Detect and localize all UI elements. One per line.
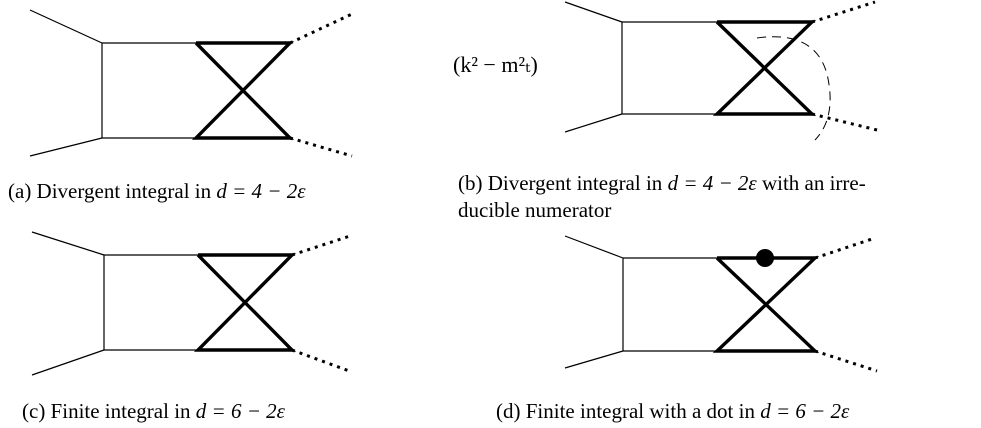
caption-a: (a) Divergent integral in d = 4 − 2ε	[8, 178, 306, 205]
caption-c: (c) Finite integral in d = 6 − 2ε	[22, 398, 285, 425]
caption-c-math: d = 6 − 2ε	[195, 399, 285, 423]
caption-d-text: (d) Finite integral with a dot in	[496, 399, 761, 423]
caption-b-suffix: with an irre-	[756, 171, 866, 195]
feynman-diagram-b	[564, 0, 878, 141]
feynman-diagram-c	[31, 231, 353, 376]
feynman-diagram-d	[564, 235, 878, 373]
caption-d-math: d = 6 − 2ε	[760, 399, 850, 423]
caption-d: (d) Finite integral with a dot in d = 6 …	[496, 398, 849, 425]
feynman-diagram-a	[29, 9, 353, 158]
propagator-dot	[756, 249, 774, 267]
caption-b-math: d = 4 − 2ε	[667, 171, 757, 195]
caption-b-text: (b) Divergent integral in	[458, 171, 668, 195]
caption-b-line2: ducible numerator	[458, 198, 612, 222]
numerator-label: (k² − m²ₜ)	[453, 52, 538, 77]
caption-a-text: (a) Divergent integral in	[8, 179, 217, 203]
caption-a-math: d = 4 − 2ε	[216, 179, 306, 203]
caption-b: (b) Divergent integral in d = 4 − 2ε wit…	[458, 170, 866, 224]
caption-c-text: (c) Finite integral in	[22, 399, 196, 423]
